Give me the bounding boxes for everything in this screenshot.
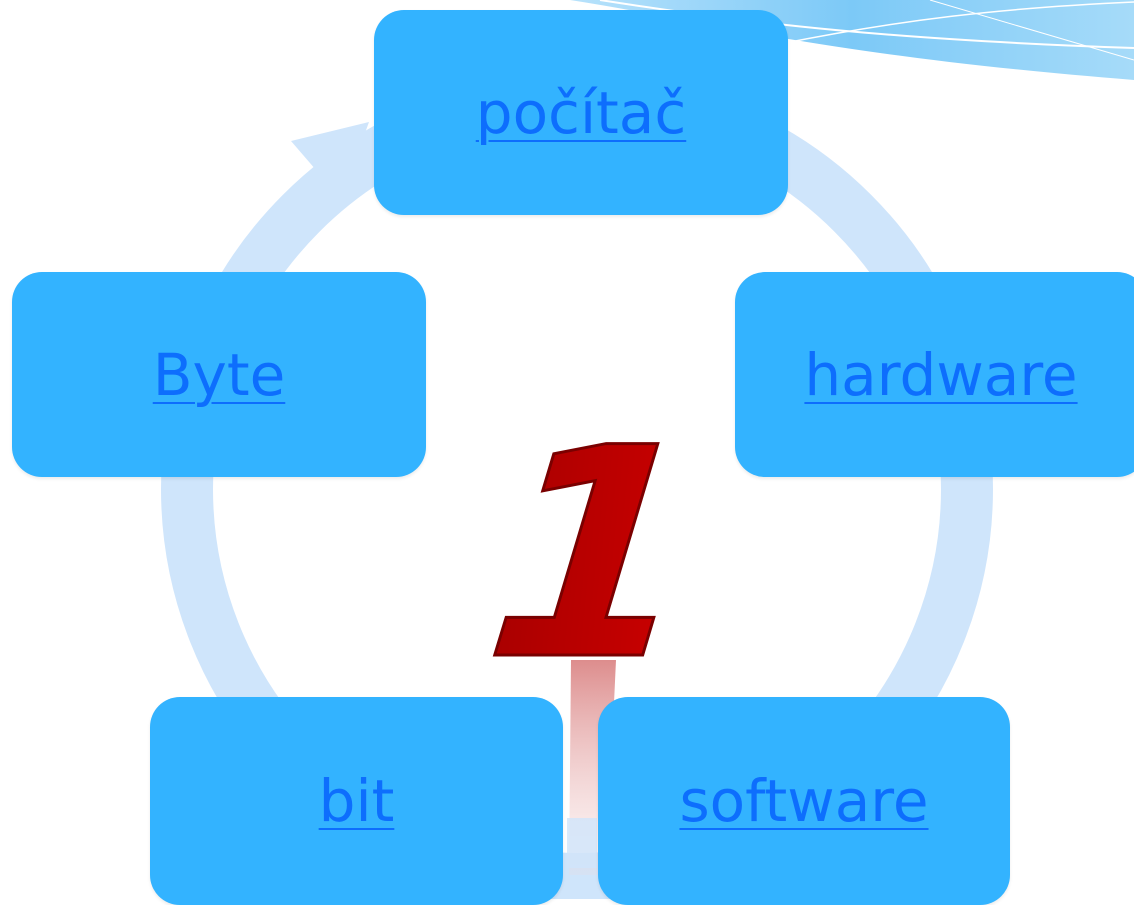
node-bit: bit bbox=[150, 697, 563, 905]
badge-number-one: 1 bbox=[475, 386, 712, 724]
link-byte[interactable]: Byte bbox=[152, 340, 286, 409]
node-pocitac: počítač bbox=[374, 10, 788, 215]
link-hardware[interactable]: hardware bbox=[804, 340, 1078, 409]
node-byte: Byte bbox=[12, 272, 426, 477]
link-software[interactable]: software bbox=[679, 767, 929, 835]
link-pocitac[interactable]: počítač bbox=[475, 78, 687, 147]
cycle-arrowhead-icon bbox=[291, 122, 369, 199]
node-hardware: hardware bbox=[735, 272, 1134, 477]
link-bit[interactable]: bit bbox=[318, 767, 395, 835]
node-software: software bbox=[598, 697, 1010, 905]
